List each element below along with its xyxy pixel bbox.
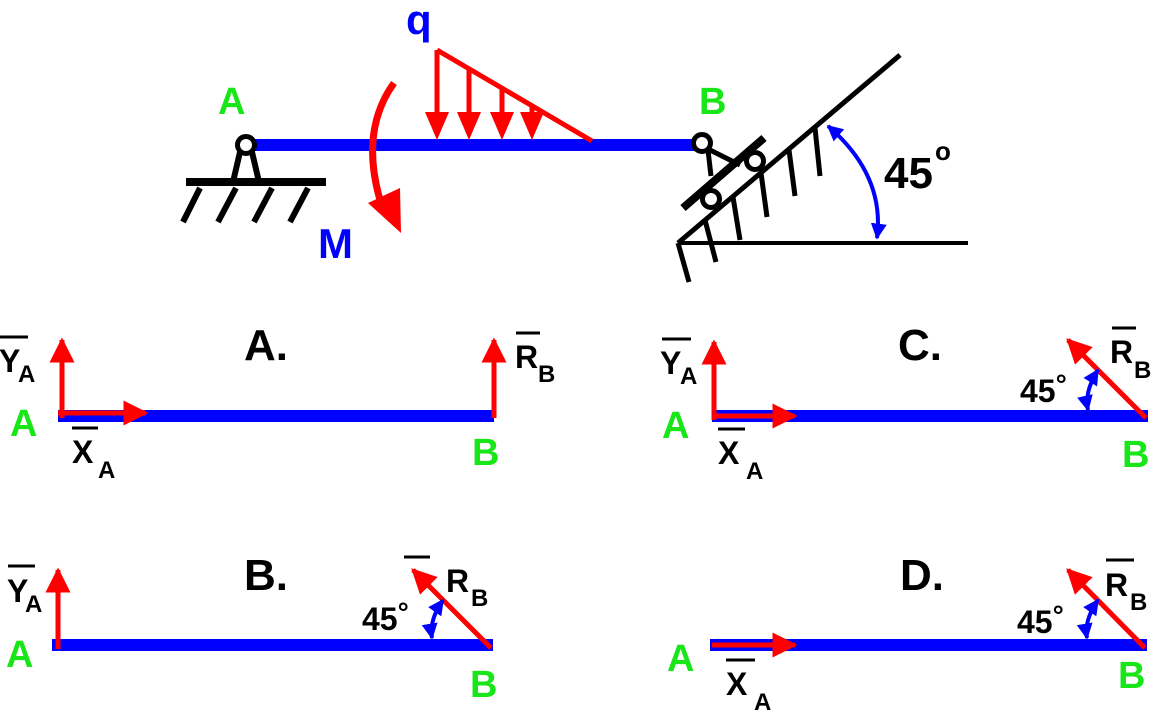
option-b-angle-arc [421, 598, 445, 640]
load-arrow-2 [457, 112, 481, 140]
option-c-title: C. [898, 321, 942, 370]
option-c-point-a: A [662, 405, 689, 447]
option-c-angle: 45° [1020, 369, 1067, 409]
svg-text:R: R [446, 563, 469, 599]
option-b[interactable]: B. 45° A B Y A R B [6, 551, 497, 706]
option-a-ya-label: Y A [0, 335, 35, 388]
svg-text:A: A [18, 361, 35, 388]
pin-support-a [180, 134, 326, 224]
point-b-label: B [699, 81, 726, 123]
option-a-title: A. [244, 321, 288, 370]
svg-text:A: A [98, 457, 115, 484]
option-a-point-a: A [10, 403, 37, 445]
svg-text:A: A [25, 591, 42, 618]
svg-text:A: A [746, 458, 763, 485]
option-c-angle-arc [1077, 368, 1100, 412]
option-b-angle: 45° [362, 597, 409, 637]
option-d[interactable]: D. 45° A B X A R B [667, 551, 1147, 711]
load-q-label: q [406, 0, 432, 43]
option-c-rb-label: R B [1110, 326, 1151, 384]
option-c-xa-label: X A [718, 427, 763, 485]
option-c-rb-arrow [1066, 338, 1148, 420]
ground-hatch [180, 186, 311, 224]
option-d-angle: 45° [1017, 600, 1064, 640]
svg-text:X: X [718, 435, 740, 471]
option-a-point-b: B [472, 432, 499, 474]
svg-text:B: B [1130, 589, 1147, 616]
svg-text:X: X [726, 666, 748, 702]
svg-text:B: B [538, 361, 555, 388]
moment-m-label: M [318, 220, 353, 267]
option-a[interactable]: A. A B Y A X A R B [0, 321, 555, 484]
option-d-xa-label: X A [726, 658, 771, 711]
degree-symbol: o [935, 136, 951, 166]
svg-text:Y: Y [660, 345, 681, 381]
option-c-point-b: B [1122, 434, 1149, 476]
moment-m-arrow [368, 80, 401, 233]
incline-angle-arc [826, 124, 887, 240]
incline-hatch [675, 127, 823, 283]
option-b-title: B. [244, 551, 288, 600]
option-c-ya-label: Y A [660, 337, 697, 390]
roller-support-b [675, 53, 968, 283]
svg-text:R: R [1105, 567, 1128, 603]
svg-text:A: A [680, 363, 697, 390]
svg-text:R: R [515, 339, 538, 375]
load-arrow-4 [520, 112, 544, 140]
option-b-ya-label: Y A [7, 564, 42, 618]
svg-text:Y: Y [0, 343, 20, 379]
problem-diagram: A q M [180, 0, 968, 283]
option-d-rb-arrow [1066, 568, 1147, 650]
option-b-point-b: B [470, 664, 497, 706]
svg-text:Y: Y [7, 573, 28, 609]
load-arrow-1 [425, 112, 449, 140]
load-arrow-3 [490, 112, 514, 140]
option-d-rb-label: R B [1105, 558, 1147, 616]
option-b-rb-arrow [411, 568, 493, 650]
option-d-title: D. [900, 551, 944, 600]
option-b-point-a: A [6, 634, 33, 676]
option-d-point-b: B [1118, 655, 1145, 697]
distributed-load-q [425, 47, 594, 144]
option-b-rb-label: R B [404, 555, 488, 612]
option-a-xa-label: X A [72, 426, 115, 484]
point-a-label: A [218, 81, 245, 123]
option-d-point-a: A [667, 638, 694, 680]
svg-text:R: R [1110, 334, 1133, 370]
svg-text:B: B [471, 585, 488, 612]
svg-text:A: A [754, 689, 771, 711]
option-a-rb-label: R B [515, 331, 555, 388]
option-c[interactable]: C. 45° A B Y A X A R B [660, 321, 1151, 485]
incline-angle-label: 45 [884, 149, 933, 198]
svg-text:B: B [1134, 357, 1151, 384]
option-d-angle-arc [1076, 598, 1100, 640]
svg-text:X: X [72, 434, 94, 470]
